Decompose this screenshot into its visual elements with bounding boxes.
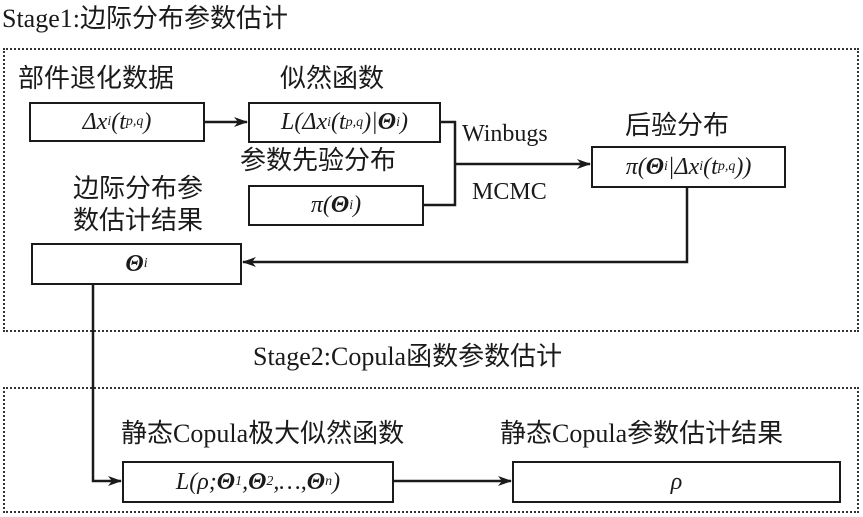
lik-sub-theta-i: i [396, 114, 400, 130]
data-sub-pq: p,q [125, 114, 144, 129]
data-sub-i: i [107, 114, 112, 129]
post-theta: Θ [645, 153, 665, 180]
label-prior: 参数先验分布 [240, 146, 397, 175]
label-result-line1: 边际分布参 [73, 174, 204, 203]
data-paren-close: ) [143, 108, 152, 135]
lik-sub-i: i [327, 114, 331, 130]
stage1-container [3, 48, 859, 332]
box-rho-result: ρ [512, 461, 841, 503]
prior-theta: Θ [330, 192, 350, 218]
post-prefix: π( [625, 153, 646, 180]
prior-prefix: π( [310, 192, 331, 218]
label-result-line2: 数估计结果 [73, 206, 204, 235]
lik-theta: Θ [377, 109, 397, 135]
stage1-title: Stage1:边际分布参数估计 [2, 4, 288, 33]
lik-prefix: L(Δx [281, 109, 328, 135]
lik-sub-pq: p,q [345, 114, 364, 130]
lik-mid2: )| [363, 109, 378, 135]
stage2-container [3, 387, 859, 513]
mle-sub-2: 2 [266, 474, 274, 489]
prior-close: ) [353, 192, 362, 218]
label-mle: 静态Copula极大似然函数 [121, 419, 405, 448]
mle-close: ) [332, 468, 341, 495]
prior-sub-i: i [349, 197, 354, 213]
result-sub-i: i [143, 256, 148, 271]
stage2-title: Stage2:Copula函数参数估计 [253, 342, 563, 371]
post-sub-theta-i: i [664, 159, 668, 174]
post-close: )) [735, 153, 752, 180]
post-mid2: (t [703, 153, 718, 180]
result-theta: Θ [125, 250, 144, 277]
mle-theta-1: Θ [216, 468, 236, 495]
line-likelihood-merge [424, 120, 457, 207]
data-paren-open: (t [111, 108, 126, 135]
mle-ellipsis: ,…, [273, 468, 307, 495]
edge-label-winbugs: Winbugs [462, 121, 548, 147]
data-base: Δx [82, 108, 108, 135]
mle-theta-n: Θ [306, 468, 326, 495]
label-copula-result: 静态Copula参数估计结果 [500, 419, 784, 448]
post-sub-pq: p,q [717, 159, 736, 174]
label-likelihood: 似然函数 [280, 64, 385, 93]
mle-comma-1: , [242, 468, 249, 495]
mle-theta-2: Θ [248, 468, 267, 495]
rho-value: ρ [670, 468, 683, 495]
lik-close: ) [399, 109, 408, 135]
mle-prefix: L(ρ; [175, 468, 217, 495]
post-sub-i: i [699, 159, 704, 174]
arrow-result-to-mle [91, 285, 122, 486]
label-posterior: 后验分布 [625, 111, 730, 140]
mle-sub-1: 1 [235, 474, 243, 489]
mle-sub-n: n [325, 474, 333, 489]
edge-label-mcmc: MCMC [472, 179, 547, 205]
arrow-posterior-to-result [242, 188, 689, 267]
label-degradation-data: 部件退化数据 [18, 64, 175, 93]
post-mid: |Δx [667, 153, 700, 180]
lik-mid: (t [330, 109, 346, 135]
